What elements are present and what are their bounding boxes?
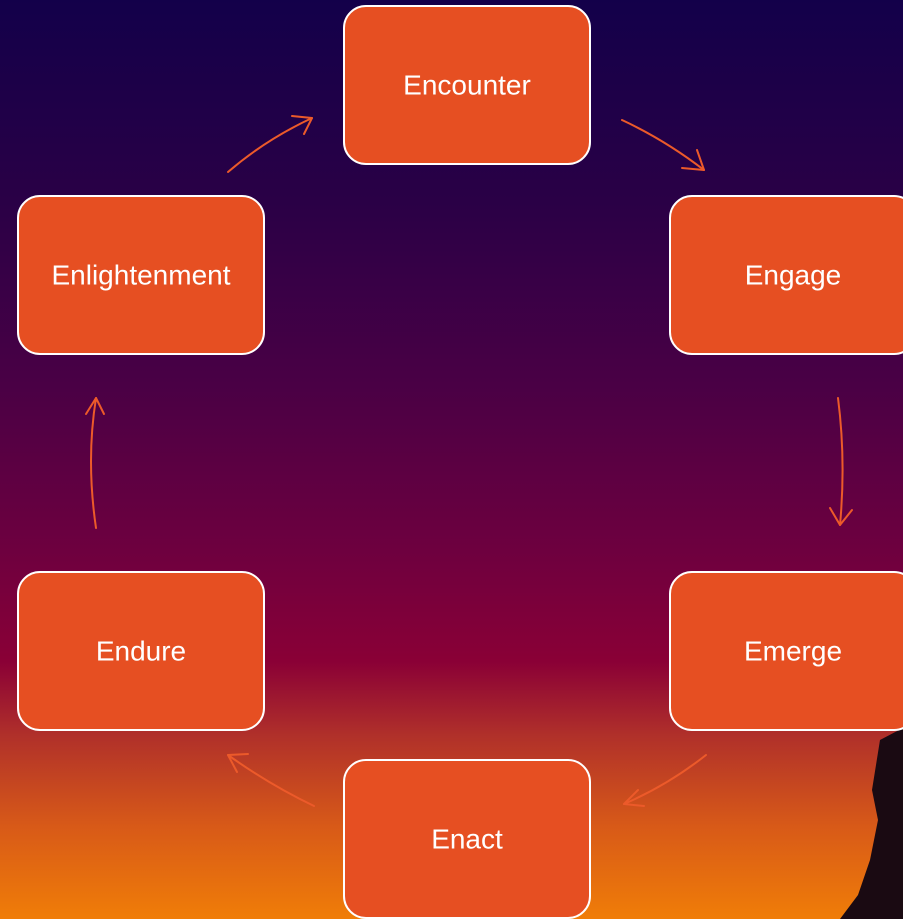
arrow-emerge-to-enact <box>623 754 707 807</box>
node-emerge: Emerge <box>669 571 903 731</box>
arrow-enact-to-endure <box>227 753 315 807</box>
node-label: Engage <box>745 260 842 291</box>
node-label: Encounter <box>403 70 531 101</box>
arrow-enlightenment-to-encounter <box>227 115 313 173</box>
node-enlightenment: Enlightenment <box>17 195 265 355</box>
arrow-endure-to-enlightenment <box>85 397 105 529</box>
arrow-encounter-to-engage <box>621 119 705 171</box>
node-enact: Enact <box>343 759 591 919</box>
node-label: Emerge <box>744 636 842 667</box>
node-label: Enact <box>431 824 503 855</box>
node-label: Endure <box>96 636 186 667</box>
node-label: Enlightenment <box>51 260 230 291</box>
node-endure: Endure <box>17 571 265 731</box>
node-encounter: Encounter <box>343 5 591 165</box>
arrow-engage-to-emerge <box>829 397 853 526</box>
background-silhouette <box>840 728 903 919</box>
node-engage: Engage <box>669 195 903 355</box>
